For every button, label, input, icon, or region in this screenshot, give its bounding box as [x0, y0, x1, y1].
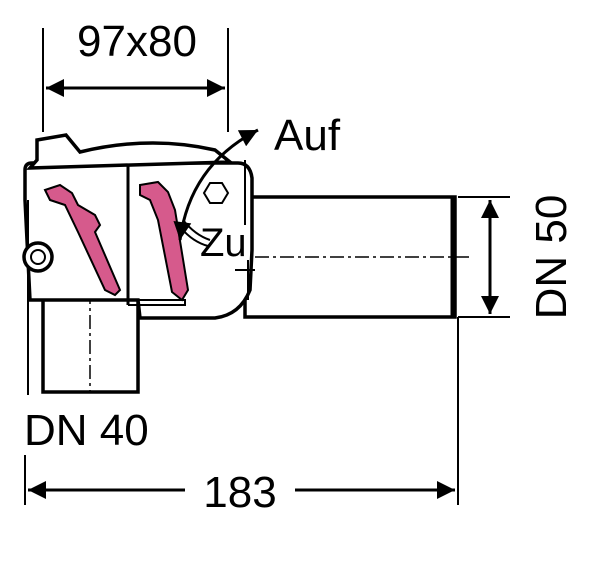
- inlet-size-label: DN 40: [24, 406, 149, 455]
- open-close-arrow: [173, 128, 259, 241]
- flap-right: [139, 180, 190, 302]
- dimension-183: 183: [24, 317, 459, 517]
- inlet-pipe: [41, 248, 140, 394]
- outlet-size-label: DN 50: [527, 195, 576, 320]
- outlet-pipe: [243, 195, 470, 319]
- flap-left: [43, 183, 122, 297]
- dimension-dn50: DN 50: [458, 195, 576, 320]
- close-label: Zu: [200, 221, 247, 265]
- open-label: Auf: [274, 111, 341, 160]
- dimension-97x80: 97x80: [42, 17, 229, 132]
- dimension-label-top: 97x80: [77, 17, 197, 66]
- total-length-label: 183: [203, 468, 276, 517]
